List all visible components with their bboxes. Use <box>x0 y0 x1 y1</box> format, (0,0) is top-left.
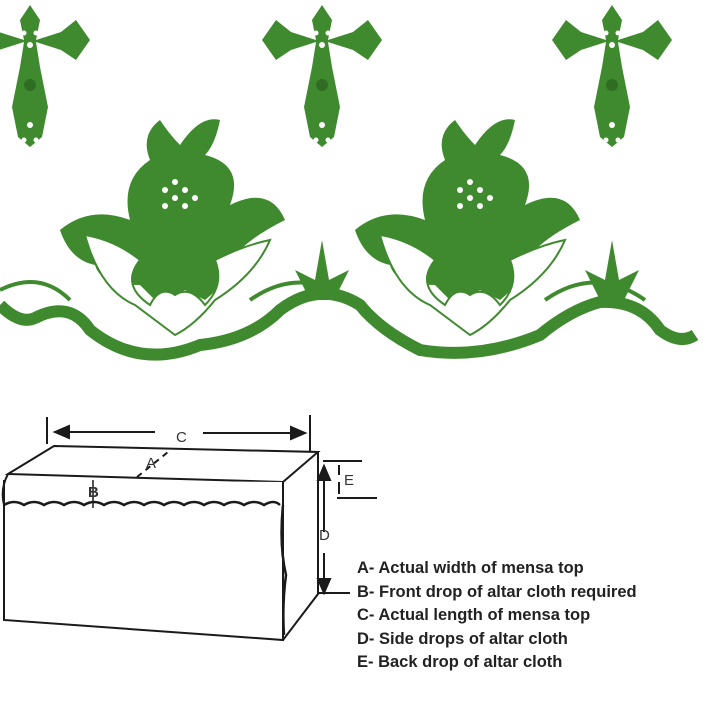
label-b: B <box>88 484 99 501</box>
legend-item-a: A- Actual width of mensa top <box>357 559 584 577</box>
legend-item-c: C- Actual length of mensa top <box>357 606 591 624</box>
altar-diagram <box>1 415 377 642</box>
label-c: C <box>176 429 187 446</box>
cross-motif <box>552 5 672 178</box>
rose-motif <box>354 118 581 337</box>
embroidered-lace-border <box>0 5 699 361</box>
scalloped-edge <box>0 287 699 361</box>
label-e: E <box>344 472 354 489</box>
legend-item-e: E- Back drop of altar cloth <box>357 653 563 671</box>
label-d: D <box>319 527 330 544</box>
cross-motif <box>0 5 90 178</box>
cross-motif <box>262 5 382 178</box>
label-a: A <box>146 455 156 472</box>
legend-item-d: D- Side drops of altar cloth <box>357 629 568 648</box>
rose-motif <box>59 118 286 337</box>
legend-item-b: B- Front drop of altar cloth required <box>357 582 637 601</box>
measurement-legend: A- Actual width of mensa top B- Front dr… <box>357 557 637 675</box>
